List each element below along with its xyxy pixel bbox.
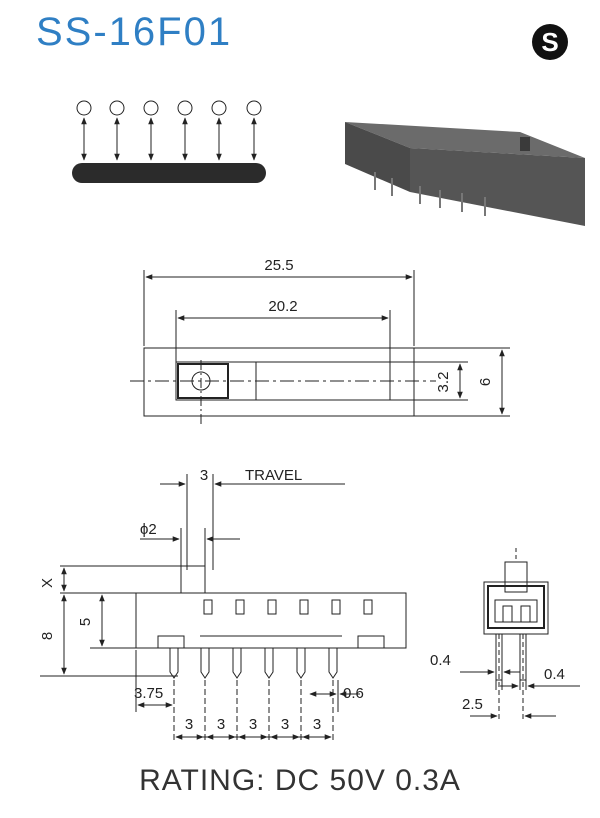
contact-terminals	[76, 100, 262, 116]
overall-length-label: 25.5	[264, 257, 293, 274]
side-body	[135, 592, 407, 649]
inner-width-label: 3.2	[435, 372, 452, 393]
s-circle-logo-icon: S	[532, 24, 568, 60]
end-view: 0.4 0.4 2.5	[430, 548, 580, 720]
pin-spacing-label: 2.5	[462, 696, 483, 713]
pin-pitch-4: 3	[281, 716, 289, 733]
top-body-outline	[143, 347, 415, 417]
contact-windows	[203, 599, 373, 615]
top-view: 25.5 20.2 3.2 6	[130, 257, 510, 424]
pin-pitch-1: 3	[185, 716, 193, 733]
logo-letter: S	[541, 27, 558, 57]
product-photo	[345, 122, 585, 226]
pin-pitch-5: 3	[313, 716, 321, 733]
rating-text: RATING: DC 50V 0.3A	[139, 764, 461, 797]
body-height-label: 5	[77, 618, 94, 626]
pitch-span-label: 20.2	[268, 298, 297, 315]
left-pin-label: 0.4	[430, 652, 451, 669]
end-body	[483, 581, 549, 635]
slider-knob	[520, 137, 530, 151]
end-knob	[504, 561, 528, 593]
overall-width-label: 6	[477, 378, 494, 386]
pin-width-label: 0.6	[343, 685, 364, 702]
knob-height-label: X	[39, 578, 56, 588]
page-title: SS-16F01	[36, 10, 233, 54]
total-height-label: 8	[39, 632, 56, 640]
side-knob	[180, 565, 206, 594]
travel-value: 3	[200, 467, 208, 484]
top-knob	[177, 363, 229, 399]
contact-arrows	[81, 117, 257, 161]
knob-diameter-label: ϕ2	[140, 521, 157, 538]
terminal-pins	[169, 648, 338, 679]
circuit-schematic	[72, 100, 266, 183]
right-pin-label: 0.4	[544, 666, 565, 683]
travel-label: TRAVEL	[245, 467, 302, 484]
pin-pitch-3: 3	[249, 716, 257, 733]
slider-bar	[72, 163, 266, 183]
first-pin-offset-label: 3.75	[134, 685, 163, 702]
pin-pitch-2: 3	[217, 716, 225, 733]
side-view: 3 TRAVEL ϕ2 X 5 8	[39, 467, 407, 740]
